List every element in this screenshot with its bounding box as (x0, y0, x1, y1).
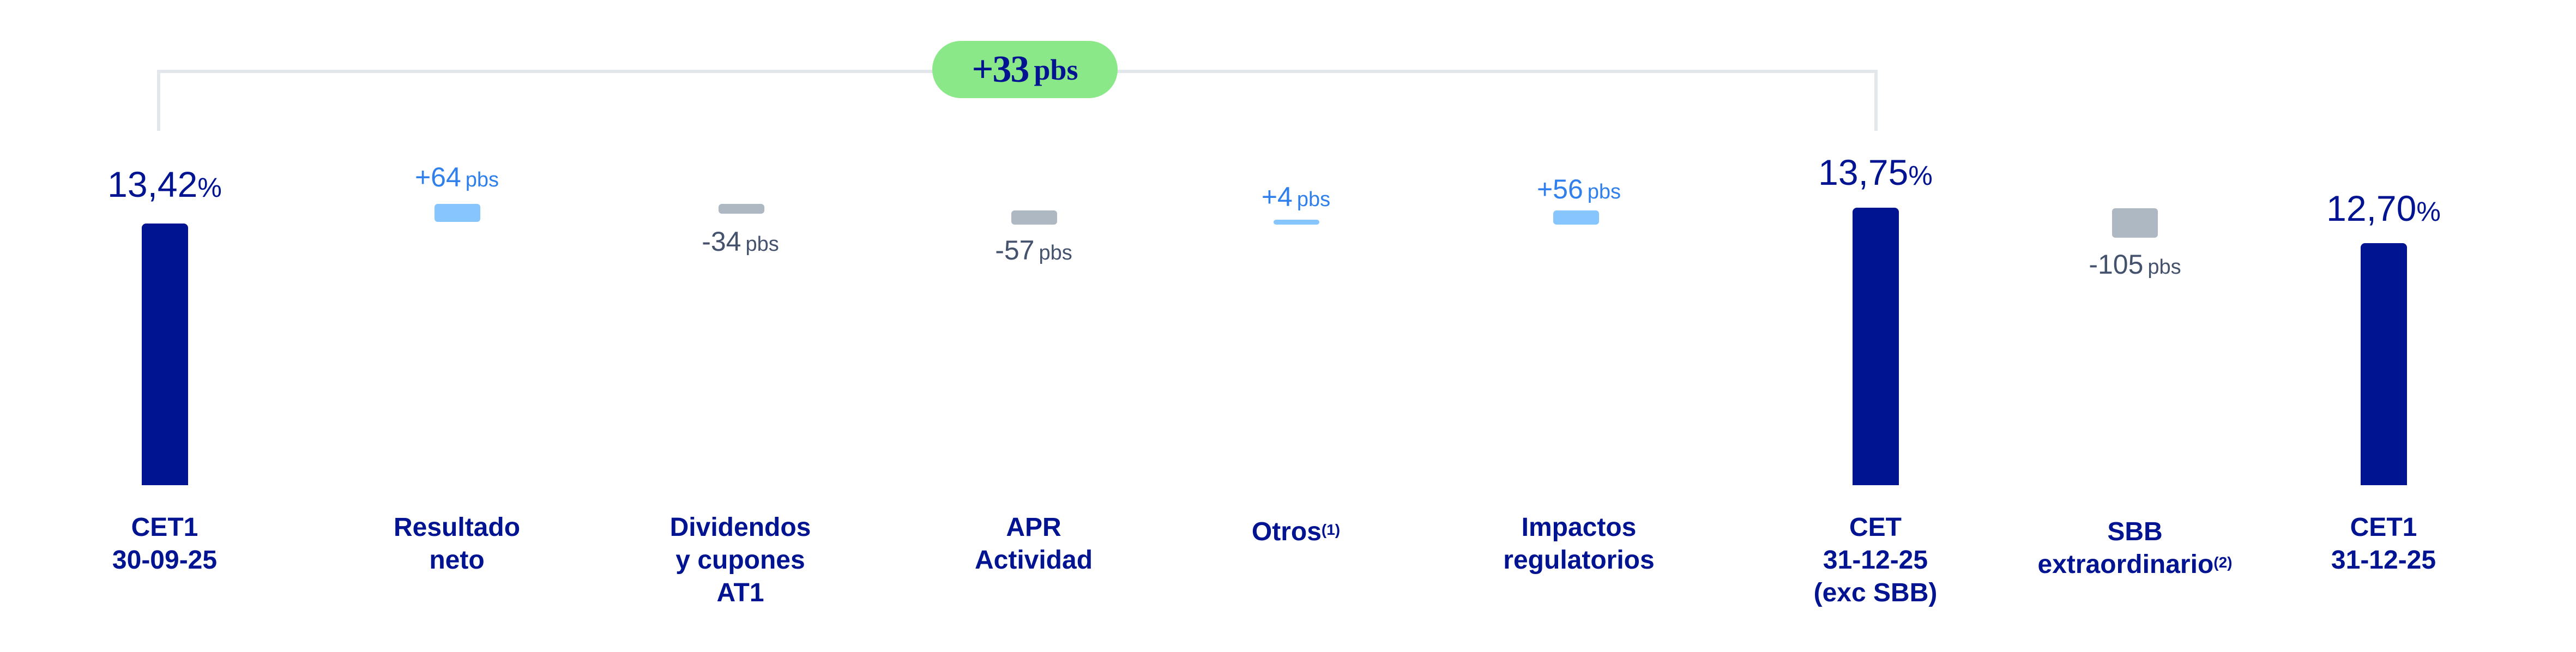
bar-impactos-regulatorios (1553, 210, 1599, 225)
summary-badge-value: +33 (972, 48, 1030, 90)
value-label-cet-exc-sbb: 13,75% (1818, 152, 1933, 192)
summary-badge: +33 pbs (932, 41, 1118, 98)
bar-resultado-neto (435, 204, 480, 222)
bar-dividendos (719, 204, 764, 214)
summary-badge-unit: pbs (1034, 53, 1078, 86)
bar-apr-actividad (1011, 210, 1057, 225)
category-label-otros: Otros(1) (1251, 517, 1341, 546)
bracket-left (157, 70, 160, 131)
bar-cet-exc-sbb (1853, 208, 1899, 485)
bracket-right (1874, 70, 1878, 131)
value-label-cet1-start: 13,42% (107, 164, 222, 204)
value-label-cet1-end: 12,70% (2326, 188, 2441, 228)
bar-cet1-end (2361, 243, 2407, 485)
bar-cet1-start (142, 224, 188, 485)
bar-otros (1274, 220, 1319, 225)
bar-sbb-extraordinario (2112, 208, 2158, 238)
